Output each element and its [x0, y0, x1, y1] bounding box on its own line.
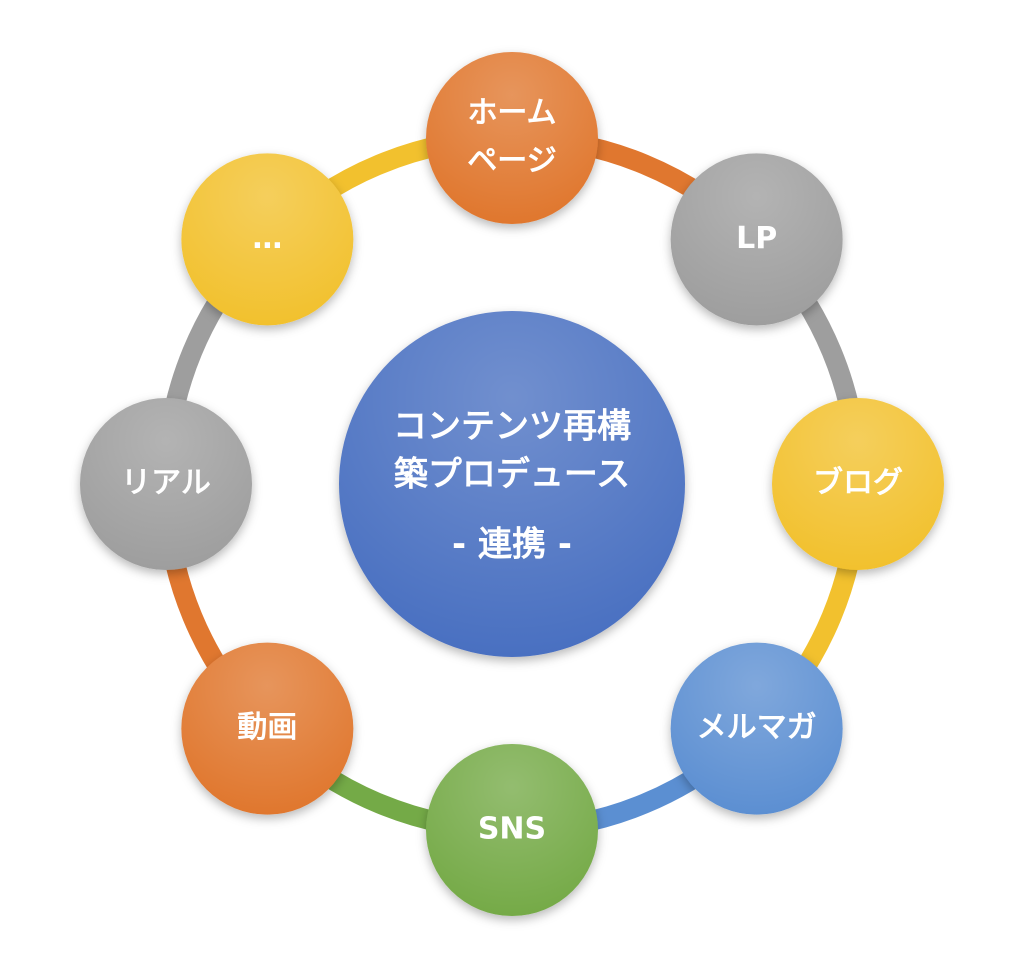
channel-node-highlight	[426, 744, 598, 916]
channel-node-label: SNS	[478, 812, 546, 847]
channel-node: SNS	[426, 744, 598, 916]
channel-node-label: LP	[736, 221, 777, 256]
channel-node: 動画	[181, 642, 354, 815]
channel-node-highlight	[426, 52, 598, 224]
channel-node-label: メルマガ	[697, 710, 817, 745]
center-title-line-1: コンテンツ再構	[393, 407, 631, 447]
channel-node-label: 動画	[237, 710, 297, 745]
channel-node-highlight	[772, 398, 944, 570]
center-subtitle: - 連携 -	[452, 525, 572, 565]
channel-node-label: …	[252, 221, 282, 256]
center-hub: コンテンツ再構 築プロデュース - 連携 -	[339, 311, 685, 657]
channel-node-highlight	[670, 153, 843, 326]
channel-node: ブログ	[772, 398, 944, 570]
channel-node: LP	[670, 153, 843, 326]
channel-node-label: ブログ	[813, 466, 903, 501]
channel-node-label: ホーム	[467, 96, 556, 131]
channel-node-label: ページ	[467, 144, 556, 179]
channel-node-highlight	[181, 153, 354, 326]
channel-node: メルマガ	[670, 642, 843, 815]
channel-node-highlight	[181, 642, 354, 815]
channel-node: リアル	[80, 398, 252, 570]
channel-node: …	[181, 153, 354, 326]
center-hub-highlight	[339, 311, 685, 657]
center-title-line-2: 築プロデュース	[393, 455, 630, 495]
channel-node-highlight	[80, 398, 252, 570]
channel-node-label: リアル	[121, 466, 211, 501]
channel-node-highlight	[670, 642, 843, 815]
